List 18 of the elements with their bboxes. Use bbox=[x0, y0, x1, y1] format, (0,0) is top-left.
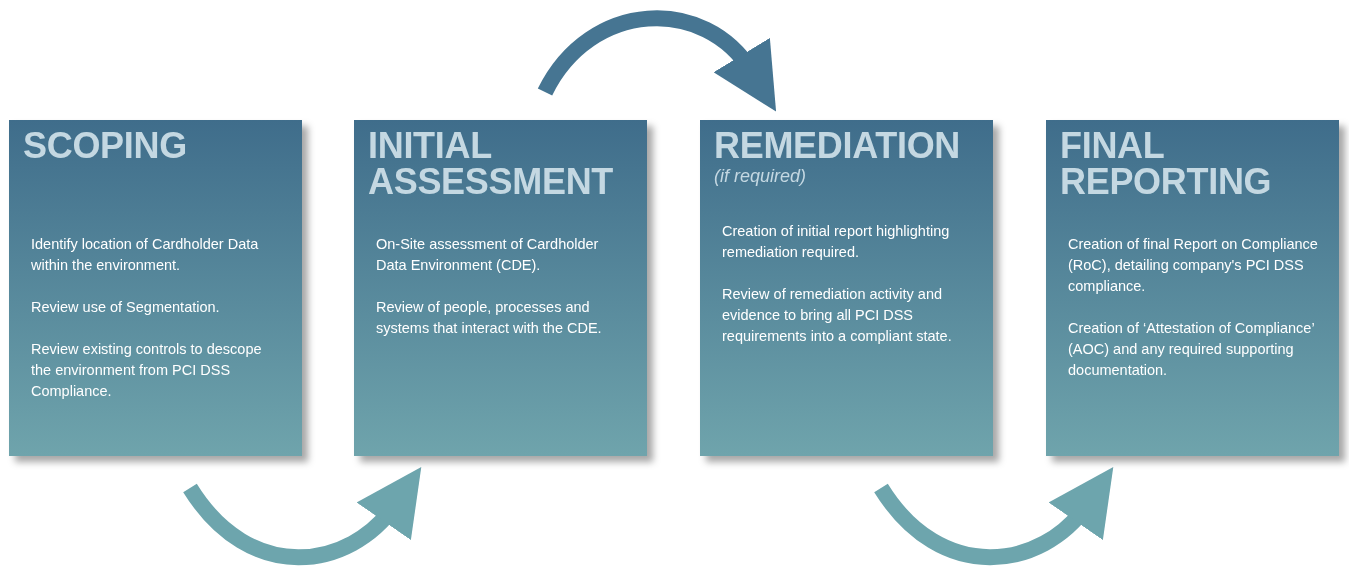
stage-box bbox=[354, 120, 647, 456]
stage-heading: SCOPING bbox=[23, 128, 187, 164]
stage-description: Creation of initial report highlighting remediation required. bbox=[722, 222, 951, 262]
stage-description: Review existing controls to descope the environment from PCI DSS Compliance. bbox=[31, 340, 263, 401]
stage-box bbox=[700, 120, 993, 456]
stage-box bbox=[1046, 120, 1339, 456]
stage-description: Review use of Segmentation. bbox=[31, 298, 221, 317]
stage-description: Identify location of Cardholder Data within the environment. bbox=[31, 235, 260, 275]
stage-description: Creation of final Report on Compliance (RoC), detailing company's PCI DSS compliance. bbox=[1068, 235, 1319, 296]
stage-description: Review of remediation activity and evidence to bring all PCI DSS requirements into a compliant state. bbox=[722, 285, 953, 346]
stage-heading: FINAL REPORTING bbox=[1060, 128, 1273, 200]
stage-box bbox=[9, 120, 302, 456]
stage-subheading: (if required) bbox=[714, 166, 807, 187]
stage-heading: INITIAL ASSESSMENT bbox=[368, 128, 615, 200]
stage-description: Review of people, processes and systems that interact with the CDE. bbox=[376, 298, 603, 338]
stage-description: On-Site assessment of Cardholder Data Environment (CDE). bbox=[376, 235, 600, 275]
stage-description: Creation of ‘Attestation of Compliance’ (AOC) and any required supporting documentation. bbox=[1068, 319, 1316, 380]
stage-heading: REMEDIATION bbox=[714, 128, 961, 164]
